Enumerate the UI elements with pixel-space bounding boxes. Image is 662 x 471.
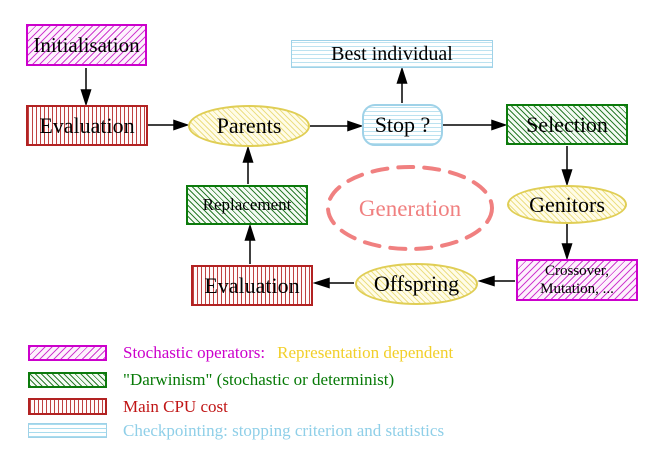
node-initialisation-label: Initialisation — [33, 32, 140, 57]
node-best-individual-label: Best individual — [331, 42, 453, 65]
generation-loop-label: Generation — [328, 168, 492, 250]
legend-label-stochastic-operators: Stochastic operators: Representation depe… — [123, 343, 453, 363]
arrow-crossover-to-offspring — [477, 275, 515, 287]
legend-label-darwinism: "Darwinism" (stochastic or determinist) — [123, 370, 394, 390]
arrow-parents-to-stop — [310, 120, 364, 132]
node-replacement-label: Replacement — [202, 195, 292, 214]
node-replacement: Replacement — [186, 185, 308, 225]
legend-text-main-cpu-cost: Main CPU cost — [123, 397, 228, 416]
legend-swatch-main-cpu-cost — [28, 398, 107, 415]
node-selection-label: Selection — [526, 111, 608, 137]
node-crossover-label-line2: Mutation, ... — [540, 281, 614, 297]
arrow-initialisation-to-evaluation — [80, 68, 92, 107]
node-selection: Selection — [506, 104, 628, 145]
arrow-stop-to-best-individual — [396, 66, 408, 103]
node-crossover-label-line1: Crossover, — [545, 263, 609, 279]
generation-loop-dashed-ellipse — [326, 165, 494, 251]
arrow-stop-to-selection — [443, 119, 508, 131]
legend-text-checkpointing: Checkpointing: stopping criterion and st… — [123, 421, 445, 440]
legend-swatch-darwinism — [28, 372, 107, 388]
node-parents: Parents — [188, 105, 310, 147]
arrow-genitors-to-crossover — [561, 224, 573, 261]
arrow-offspring-to-evaluation — [312, 277, 354, 289]
node-offspring: Offspring — [355, 263, 478, 305]
legend-swatch-checkpointing — [28, 423, 107, 438]
node-parents-label: Parents — [216, 113, 282, 138]
node-crossover-mutation: Crossover, Mutation, ... — [516, 259, 638, 301]
node-evaluation-bottom-label: Evaluation — [204, 272, 300, 298]
node-evaluation-top: Evaluation — [26, 105, 148, 146]
legend-text-darwinism: "Darwinism" (stochastic or determinist) — [123, 370, 395, 389]
arrow-selection-to-genitors — [561, 146, 573, 187]
node-offspring-label: Offspring — [373, 271, 460, 296]
node-best-individual: Best individual — [291, 40, 493, 68]
legend-swatch-stochastic-operators — [28, 345, 107, 361]
node-genitors-label: Genitors — [529, 191, 605, 217]
legend-text-representation-dependent: Representation dependent — [277, 343, 454, 362]
legend-label-checkpointing: Checkpointing: stopping criterion and st… — [123, 421, 444, 441]
arrow-replacement-to-parents — [242, 145, 254, 184]
arrow-evaluation-to-parents — [148, 119, 190, 131]
arrow-evaluation-to-replacement — [244, 223, 256, 264]
node-stop-label: Stop ? — [374, 112, 431, 137]
node-initialisation: Initialisation — [26, 24, 147, 66]
node-evaluation-bottom: Evaluation — [191, 265, 313, 306]
generation-label-text: Generation — [358, 196, 462, 221]
legend-label-main-cpu-cost: Main CPU cost — [123, 397, 228, 417]
node-stop: Stop ? — [362, 104, 443, 146]
legend-text-stochastic: Stochastic operators: — [123, 343, 266, 362]
node-evaluation-top-label: Evaluation — [39, 112, 135, 138]
node-genitors: Genitors — [507, 185, 627, 224]
